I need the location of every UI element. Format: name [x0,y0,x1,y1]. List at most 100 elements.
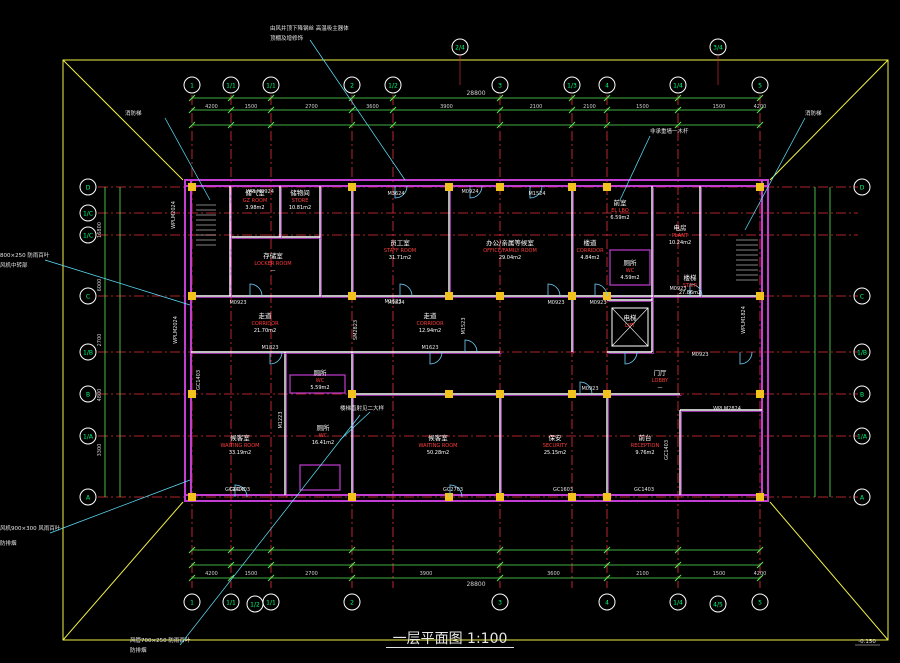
dimension-side: 6000 [97,279,103,292]
room-name-cn: 厕所 [624,258,638,267]
dimension-tick [603,121,611,129]
dimension-tick [496,561,504,569]
dimension-span-top: 2100 [530,104,543,110]
room-name-en: OFFICE/FAMILY ROOM [483,248,537,254]
dimension-tick [188,106,196,114]
annotation-leader [619,135,651,201]
room-area: 9.76m2 [635,450,654,456]
dimension-tick [496,94,504,102]
annotation-text: 由风井顶下降钢丝 高温吸主器体 [270,24,349,32]
roof-outline [62,59,889,641]
dimension-tick [756,546,764,554]
dimension-tick [188,94,196,102]
door-window-tag: M1223 [278,411,284,428]
room-name-cn: 走道 [259,311,273,320]
room-area: — [271,268,276,274]
dimension-tick [188,546,196,554]
column [756,493,764,501]
door-window-tag: M0923 [589,300,606,306]
room-area: 25.15m2 [544,450,566,456]
room-name-en: GZ ROOM [243,198,268,204]
room-name-cn: 门厅 [654,368,668,377]
dimension-tick [348,546,356,554]
annotation-leader [744,117,806,231]
dimension-tick [496,121,504,129]
column [445,493,453,501]
dimension-tick [603,94,611,102]
room-area: 6.59m2 [610,215,629,221]
room-name-en: LOBBY [652,378,669,384]
annotation-leader [179,414,361,646]
column [348,183,356,191]
grid-bubble-extra-label: 3/4 [713,45,723,52]
grid-bubble-right-ring [853,488,871,506]
dimension-span-bottom: 4200 [205,571,218,577]
wc-fixture [299,464,341,491]
grid-bubble-right-label: B [860,392,864,399]
dimension-tick [496,546,504,554]
room-name-en: LIFT [625,323,636,329]
dimension-tick [188,121,196,129]
column [496,292,504,300]
door-swing [579,381,593,395]
grid-bubble-left-label: A [86,495,91,502]
room-name-en: CORRIDOR [251,321,279,327]
dimension-total-bottom: 28800 [466,581,485,588]
grid-bubble-left-ring [79,226,97,244]
door-window-tag: SM2823 [353,320,359,340]
dimension-tick [227,106,235,114]
dimension-tick [674,546,682,554]
grid-bubble-left-ring [79,204,97,222]
grid-bubble-bottom-label: 1 [190,600,194,607]
column [603,390,611,398]
grid-bubble-top-ring [262,76,280,94]
annotation-text: 800×250 防雨百叶 [0,251,50,259]
door-window-tag: GC1403 [664,440,670,460]
dimension-side: 3300 [97,444,103,457]
room-name-en: WAITING ROOM [221,443,260,449]
grid-bubble-bottom-ring [183,593,201,611]
dimension-tick [674,106,682,114]
door-window-tag: WPLM2024 [171,201,177,229]
grid-bubble-top-ring [384,76,402,94]
door-window-tag: M0923 [581,386,598,392]
annotation-text: 非承重墙一木杆 [650,127,689,135]
dimension-tick [756,121,764,129]
door-swing [529,185,543,199]
door-window-tag: GC2703 [443,487,463,493]
annotation-leader [44,259,191,306]
room-area: 10.81m2 [289,205,311,211]
room-area: 3.98m2 [245,205,264,211]
room-area: — [658,385,663,391]
grid-bubble-top-ring [598,76,616,94]
grid-bubble-right-label: 1/B [857,350,867,357]
annotation-text: 消防梯 [125,109,142,117]
dimension-span-bottom: 4200 [754,571,767,577]
grid-bubble-left-label: C [86,294,90,301]
grid-bubble-top-label: 1/4 [673,83,683,90]
room-name-cn: 候客室 [428,433,448,442]
room-name-en: CORRIDOR [576,248,604,254]
dimension-tick [756,94,764,102]
room-name-en: EL LBO [611,208,629,214]
door-swings [234,185,753,498]
room-area: 4.84m2 [580,255,599,261]
door-swing [234,484,248,498]
grid-bubble-bottom-ring [598,593,616,611]
column [348,390,356,398]
dimension-span-top: 2700 [305,104,318,110]
dimension-span-bottom: 3600 [547,571,560,577]
column [348,493,356,501]
drawing-title-text: 一层平面图 1:100 [392,631,508,647]
door-swing [249,283,263,297]
room-name-en: WC [626,268,635,274]
dimension-tick [496,574,504,582]
dimension-side: 16800 [97,222,103,238]
dimension-tick [267,561,275,569]
grid-bubble-left-label: 1/A [83,434,94,441]
annotation-leader [309,39,406,181]
door-window-tag: M0924 [461,189,478,195]
